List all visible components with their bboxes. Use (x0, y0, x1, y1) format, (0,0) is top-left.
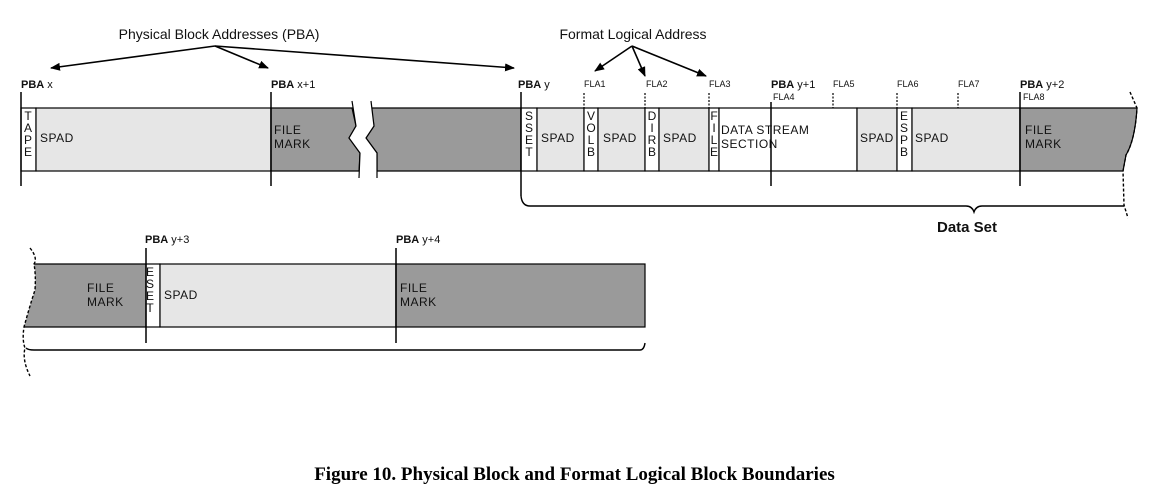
label-spad-7: SPAD (164, 288, 198, 302)
fla-arrow-2 (631, 45, 646, 77)
vertical-letter: S (146, 277, 154, 291)
pba-label-x: PBA x (21, 79, 53, 91)
vertical-letter: T (24, 109, 32, 123)
label-spad-1: SPAD (40, 131, 74, 145)
block-boundary-diagram: Physical Block Addresses (PBA) Format Lo… (20, 26, 1138, 377)
vertical-letter: E (146, 265, 154, 279)
vertical-letter: E (146, 289, 154, 303)
pba-label-y2: PBA y+2 (1020, 79, 1064, 91)
vertical-label-file: FILE (710, 109, 718, 159)
label-filemark-3b: MARK (87, 295, 124, 309)
fla-label-5: FLA5 (833, 79, 855, 89)
cell-filemark-cont (365, 107, 522, 172)
torn-edge-right (1122, 91, 1138, 219)
vertical-letter: S (525, 121, 533, 135)
cell-spad-1 (35, 107, 272, 172)
pba-arrow-x1 (214, 45, 269, 69)
torn-edge-left (22, 247, 37, 377)
fla-label-4: FLA4 (773, 92, 795, 102)
pba-arrow-x (50, 45, 216, 71)
vertical-letter: B (648, 145, 656, 159)
cell-spad-3 (597, 107, 646, 172)
vertical-letter: E (24, 145, 32, 159)
fla-label-1: FLA1 (584, 79, 606, 89)
label-filemark-2a: FILE (1025, 123, 1052, 137)
pba-ticks-row2 (145, 248, 397, 343)
fla-label-8: FLA8 (1023, 92, 1045, 102)
fla-ticks (583, 93, 959, 108)
row2-brace (25, 342, 646, 351)
vertical-letter: F (710, 109, 717, 123)
tape-break (349, 101, 377, 178)
pba-label-y: PBA y (518, 79, 550, 91)
label-filemark-3a: FILE (87, 281, 114, 295)
fla-label-3: FLA3 (709, 79, 731, 89)
label-data-stream-b: SECTION (721, 137, 778, 151)
figure-caption: Figure 10. Physical Block and Format Log… (314, 464, 835, 485)
label-data-stream-a: DATA STREAM (721, 123, 809, 137)
vertical-letter: T (146, 301, 154, 315)
fla-label-7: FLA7 (958, 79, 980, 89)
fla-heading: Format Logical Address (559, 26, 706, 42)
vertical-letter: L (711, 133, 718, 147)
pba-label-y1: PBA y+1 (771, 79, 815, 91)
label-filemark-4b: MARK (400, 295, 437, 309)
vertical-letter: R (648, 133, 657, 147)
cell-spad-7 (159, 263, 397, 328)
pba-label-y3: PBA y+3 (145, 234, 189, 246)
pba-ticks-row1 (20, 92, 1021, 196)
vertical-letter: A (24, 121, 32, 135)
cell-filemark-3 (24, 264, 146, 327)
pba-arrows (50, 45, 515, 72)
label-filemark-1a: FILE (274, 123, 301, 137)
vertical-letter: P (900, 133, 908, 147)
label-filemark-4a: FILE (400, 281, 427, 295)
label-spad-5: SPAD (860, 131, 894, 145)
fla-label-6: FLA6 (897, 79, 919, 89)
label-spad-3: SPAD (603, 131, 637, 145)
pba-arrow-y (214, 45, 515, 72)
vertical-letter: I (712, 121, 715, 135)
fla-label-2: FLA2 (646, 79, 668, 89)
fla-arrow-1 (594, 45, 633, 72)
vertical-letter: P (24, 133, 32, 147)
vertical-letter: S (525, 109, 533, 123)
vertical-letter: E (900, 109, 908, 123)
vertical-letter: O (586, 121, 595, 135)
vertical-letter: B (587, 145, 595, 159)
fla-arrow-3 (631, 45, 707, 77)
vertical-letter: I (650, 121, 653, 135)
label-spad-4: SPAD (663, 131, 697, 145)
label-spad-6: SPAD (915, 131, 949, 145)
vertical-letter: S (900, 121, 908, 135)
dataset-label: Data Set (937, 219, 997, 236)
vertical-letter: E (525, 133, 533, 147)
dataset-brace (520, 195, 1124, 215)
pba-heading: Physical Block Addresses (PBA) (119, 26, 320, 42)
row1-tape (20, 91, 1138, 219)
vertical-letter: L (588, 133, 595, 147)
pba-label-x1: PBA x+1 (271, 79, 315, 91)
vertical-letter: D (648, 109, 657, 123)
cell-spad-6 (911, 107, 1021, 172)
vertical-letter: B (900, 145, 908, 159)
label-filemark-1b: MARK (274, 137, 311, 151)
cell-filemark-4 (395, 263, 646, 328)
vertical-letter: V (587, 109, 595, 123)
fla-arrows (594, 45, 707, 77)
pba-label-y4: PBA y+4 (396, 234, 440, 246)
label-spad-2: SPAD (541, 131, 575, 145)
label-filemark-2b: MARK (1025, 137, 1062, 151)
vertical-letter: T (525, 145, 533, 159)
cell-data-stream (718, 107, 858, 172)
vertical-letter: E (710, 145, 718, 159)
row2-tape (22, 247, 646, 377)
